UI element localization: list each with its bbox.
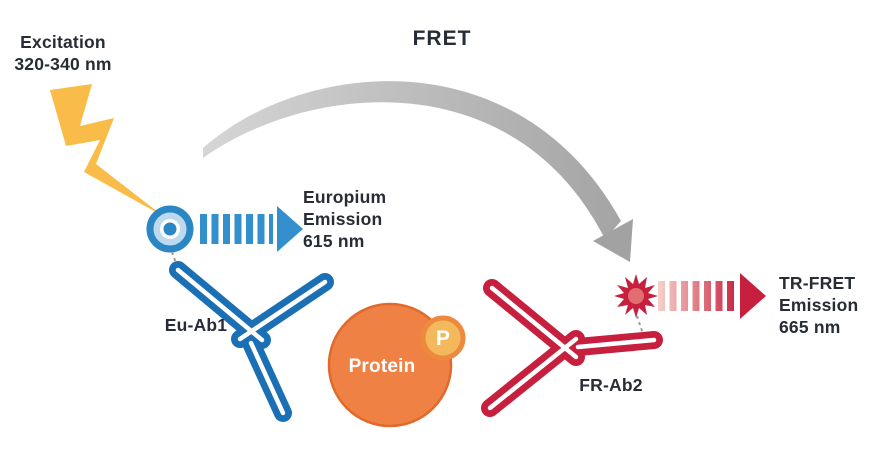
trfret-emission-arrow [658,273,766,319]
trfret-emission-label: TR-FRET Emission 665 nm [779,273,858,337]
excitation-label: Excitation 320-340 nm [14,32,111,74]
trfret-emission-arrowhead-icon [740,273,766,319]
protein-circle [327,302,453,428]
phospho-badge [420,315,466,361]
europium-emission-arrow [200,206,303,252]
donor-antibody-linker [171,251,178,267]
europium-emission-line2: Emission [303,209,382,229]
fr-ab2-lower-arm-gap [487,336,579,411]
excitation-label-line1: Excitation [20,32,106,52]
fret-arrowhead-icon [593,219,633,262]
fr-ab2-stem-gap [575,337,657,350]
europium-donor-fluorophore [146,205,194,253]
europium-emission-line3: 615 nm [303,231,365,251]
protein: Protein P [327,302,466,428]
phospho-label: P [436,327,450,350]
eu-ab1-stem-gap [248,340,286,416]
acceptor-antibody-linker [636,315,644,335]
trfret-emission-line3: 665 nm [779,317,841,337]
fr-ab2-label: FR-Ab2 [579,375,642,395]
acceptor-fluorophore-starburst [614,274,658,318]
europium-emission-line1: Europium [303,187,386,207]
europium-emission-arrowhead-icon [277,206,303,252]
trfret-emission-line2: Emission [779,295,858,315]
fret-label: FRET [413,27,472,50]
eu-ab1-antibody [169,261,334,422]
fr-ab2-upper-arm-gap [489,285,579,360]
fr-ab2-antibody [481,279,663,417]
eu-ab1-left-arm-gap [175,267,265,343]
excitation-label-line2: 320-340 nm [14,54,111,74]
fret-transfer-arrow [203,81,633,262]
lightning-bolt-icon [50,84,163,216]
starburst-core [628,288,644,304]
donor-core-dot [163,222,177,236]
eu-ab1-label: Eu-Ab1 [165,315,228,335]
trfret-emission-line1: TR-FRET [779,273,855,293]
eu-ab1-right-arm-gap [237,279,328,342]
europium-emission-label: Europium Emission 615 nm [303,187,386,251]
fret-arc [203,81,621,240]
protein-label: Protein [349,356,416,377]
